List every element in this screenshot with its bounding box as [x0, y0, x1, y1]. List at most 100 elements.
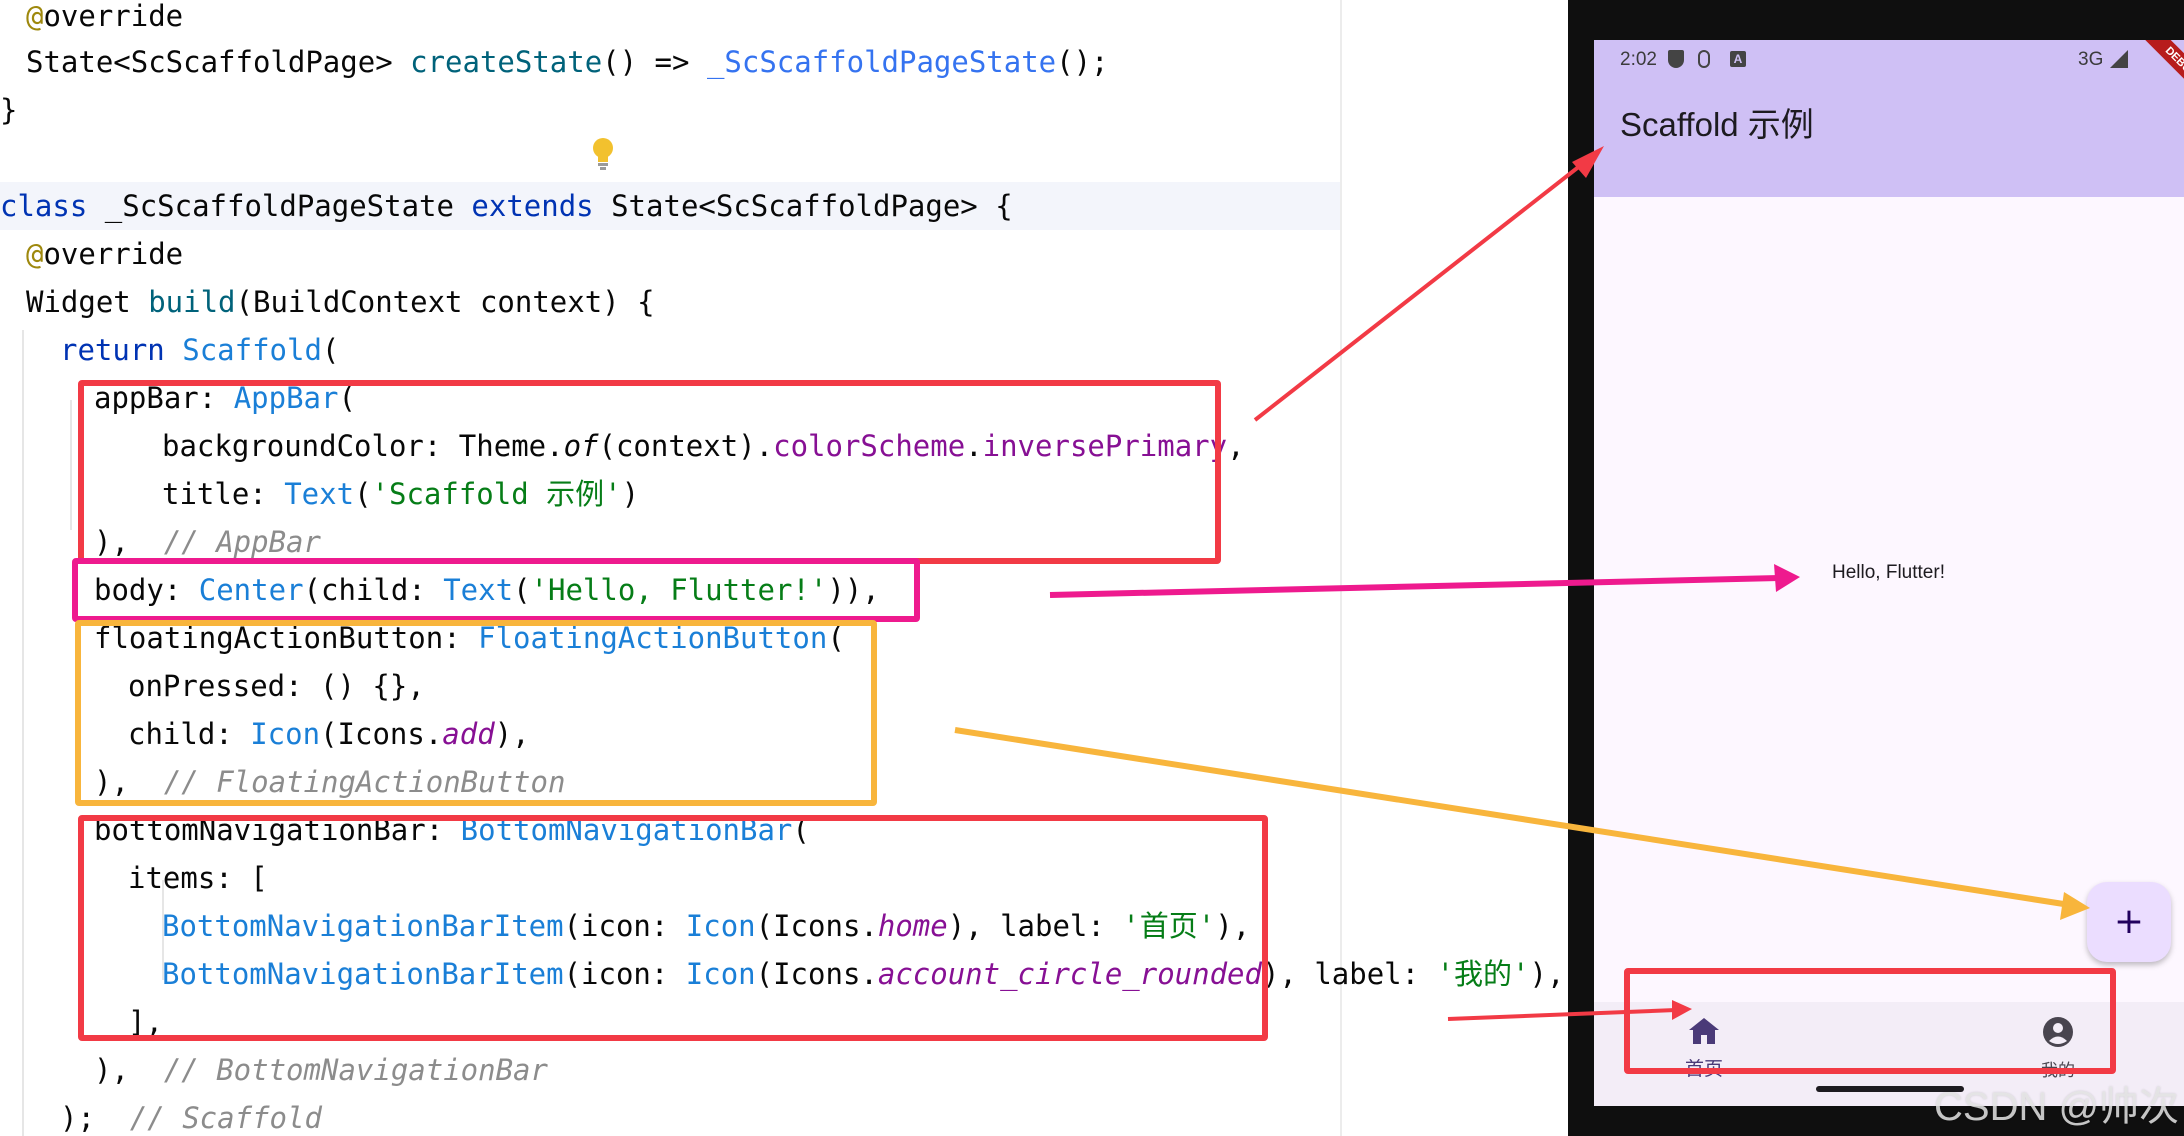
fab-highlight-box [75, 620, 877, 806]
code-line: appBar: AppBar( [94, 374, 356, 422]
code-token: Icon [250, 717, 321, 751]
code-token: ( [827, 621, 845, 655]
code-token: override [43, 0, 184, 33]
code-token: home [877, 909, 948, 943]
code-token: Icon [685, 957, 756, 991]
code-token: override [43, 237, 184, 271]
code-token: (Icons. [755, 909, 878, 943]
gesture-bar [1816, 1086, 1964, 1092]
indent-guide [22, 330, 24, 1136]
code-line: ], [128, 998, 163, 1046]
status-bar: 2:02 A 3G DEBUG [1594, 40, 2184, 94]
code-line: backgroundColor: Theme.of(context).color… [162, 422, 1245, 470]
code-token: ) [621, 477, 640, 511]
mic-icon [1698, 50, 1710, 68]
code-token: . [965, 429, 983, 463]
code-token: FloatingActionButton [478, 621, 828, 655]
code-token: // FloatingActionButton [163, 765, 566, 799]
nav-item-mine[interactable]: 我的 [1998, 1016, 2118, 1081]
code-token: Widget [26, 285, 149, 319]
code-token: (child: [303, 573, 444, 607]
code-token: State<ScScaffoldPage> [26, 45, 411, 79]
appbar-arrow-line [1253, 156, 1592, 422]
bottomnav-arrow-head [1672, 1000, 1692, 1020]
current-line-highlight [0, 182, 1340, 230]
code-token: appBar: [94, 381, 234, 415]
code-line: @override [26, 0, 183, 40]
body-arrow-line [1049, 575, 1781, 598]
code-line: body: Center(child: Text('Hello, Flutter… [94, 566, 880, 614]
lightbulb-icon[interactable] [590, 136, 616, 172]
code-token: return [60, 333, 165, 367]
code-token: createState [410, 45, 603, 79]
code-token: @ [26, 237, 44, 271]
code-token: Text [284, 477, 355, 511]
code-token: floatingActionButton: [94, 621, 479, 655]
code-token: account_circle_rounded [877, 957, 1262, 991]
code-token: inversePrimary [982, 429, 1228, 463]
code-token: BottomNavigationBarItem [162, 957, 564, 991]
code-token: of [563, 429, 599, 463]
code-token: ), [94, 525, 164, 559]
bottomnav-highlight-box [78, 815, 1268, 1041]
body-arrow-head [1774, 564, 1800, 592]
code-token: () => [602, 45, 707, 79]
code-token: _ScScaffoldPageState [706, 45, 1057, 79]
network-label: 3G [2078, 49, 2104, 70]
code-token: ( [354, 477, 372, 511]
indent-guide [70, 400, 72, 530]
code-token: AppBar [233, 381, 339, 415]
body-text: Hello, Flutter! [1832, 562, 1945, 583]
code-token: (icon: [563, 957, 686, 991]
code-token: Text [443, 573, 514, 607]
code-token: (Icons. [320, 717, 443, 751]
code-token: backgroundColor: Theme. [162, 429, 564, 463]
indent-guide [162, 880, 164, 980]
code-token: BottomNavigationBarItem [162, 909, 564, 943]
watermark-text: CSDN @帅次 [1934, 1085, 2180, 1129]
code-line: return Scaffold( [60, 326, 339, 374]
code-line: ), // AppBar [94, 518, 321, 566]
code-token: (); [1056, 45, 1109, 79]
code-token: Icon [685, 909, 756, 943]
app-bar-title: Scaffold 示例 [1620, 106, 1814, 143]
code-line: items: [ [128, 854, 268, 902]
phone-screen: 2:02 A 3G DEBUG Scaffold 示例 Hello, Flutt… [1594, 40, 2184, 1106]
code-line: @override [26, 230, 183, 278]
code-token: colorScheme [773, 429, 966, 463]
floating-action-button[interactable]: + [2087, 882, 2171, 962]
code-line: floatingActionButton: FloatingActionButt… [94, 614, 845, 662]
appbar-arrow-head [1572, 146, 1604, 178]
code-token: Scaffold [182, 333, 322, 367]
code-token: add [442, 717, 495, 751]
shield-icon [1668, 50, 1684, 68]
bottomnav-arrow-line [1447, 1008, 1677, 1021]
code-token: ( [792, 813, 810, 847]
code-token: ); [60, 1101, 130, 1135]
code-token: extends [471, 189, 594, 223]
code-token: build [148, 285, 236, 319]
code-token: (icon: [563, 909, 686, 943]
code-line: ), // FloatingActionButton [94, 758, 565, 806]
code-token: '首页' [1122, 909, 1216, 943]
fab-arrow-head [2060, 892, 2090, 920]
code-token: ( [338, 381, 356, 415]
code-token: // Scaffold [129, 1101, 322, 1135]
code-token: ), [94, 1053, 164, 1087]
code-line: State<ScScaffoldPage> createState() => _… [26, 38, 1109, 86]
code-line: onPressed: () {}, [128, 662, 425, 710]
code-token: child: [128, 717, 251, 751]
code-line: BottomNavigationBarItem(icon: Icon(Icons… [162, 950, 1564, 998]
add-icon: + [2113, 901, 2145, 942]
code-token: )), [827, 573, 880, 607]
code-token: 'Scaffold 示例' [371, 477, 622, 511]
code-line: } [0, 86, 17, 134]
code-token: (Icons. [755, 957, 878, 991]
code-token: class [0, 189, 88, 223]
code-line: title: Text('Scaffold 示例') [162, 470, 639, 518]
code-token: ( [513, 573, 531, 607]
code-token: '我的' [1436, 957, 1530, 991]
code-token: ), [494, 717, 530, 751]
